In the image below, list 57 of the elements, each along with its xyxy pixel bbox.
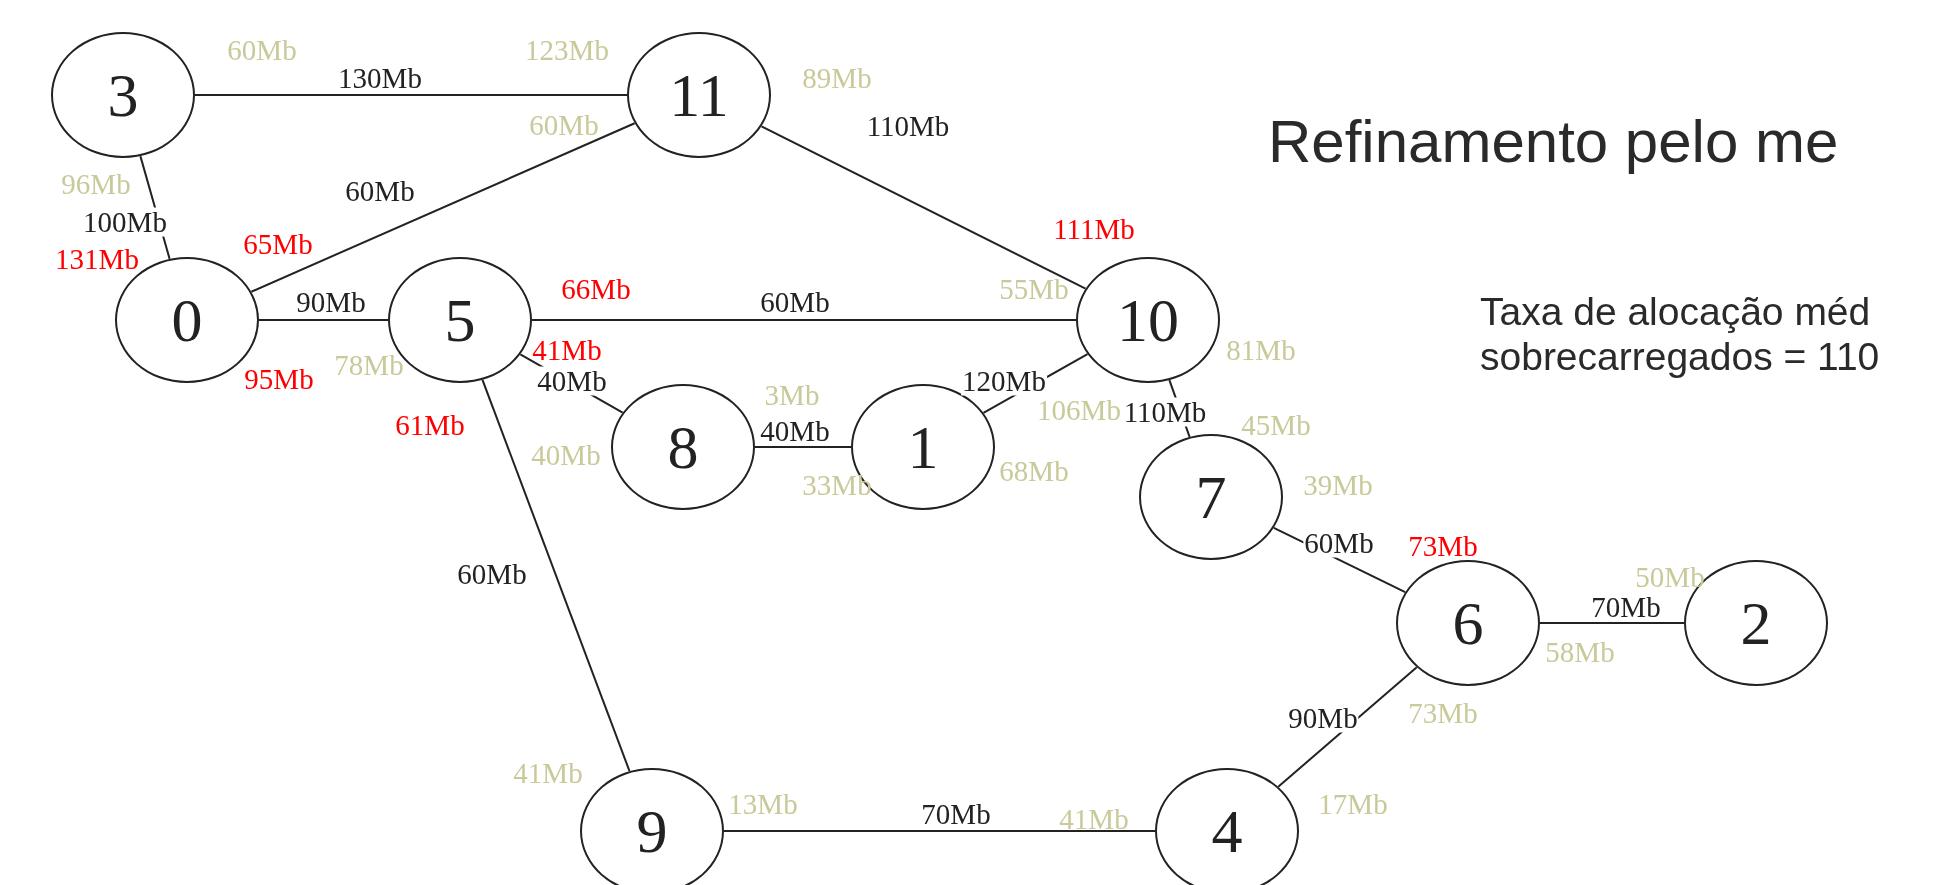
connector-line [760, 125, 1087, 290]
bandwidth-value: 55Mb [999, 274, 1069, 304]
bandwidth-value: 50Mb [1635, 562, 1705, 592]
connector-line [1539, 622, 1685, 624]
bandwidth-value: 33Mb [802, 470, 872, 500]
bandwidth-value: 73Mb [1408, 698, 1478, 728]
node-label: 5 [444, 289, 476, 351]
node-label: 4 [1211, 800, 1243, 862]
bandwidth-value: 123Mb [525, 35, 609, 65]
bandwidth-value: 61Mb [395, 410, 465, 440]
node-label: 8 [667, 416, 699, 478]
node-label: 10 [1117, 289, 1179, 351]
bandwidth-value: 41Mb [532, 335, 602, 365]
bandwidth-value: 66Mb [561, 274, 631, 304]
node-label: 9 [636, 800, 668, 862]
node-label: 2 [1740, 592, 1772, 654]
bandwidth-value: 45Mb [1241, 410, 1311, 440]
bandwidth-value: 111Mb [1053, 214, 1135, 244]
slide-title: Refinamento pelo me [1268, 112, 1839, 172]
node-label: 7 [1195, 466, 1227, 528]
bandwidth-value: 41Mb [513, 758, 583, 788]
connector-line [481, 378, 631, 773]
node-label: 1 [907, 416, 939, 478]
bandwidth-value: 60Mb [529, 110, 599, 140]
edge-label: 100Mb [82, 207, 168, 237]
bandwidth-value: 81Mb [1226, 335, 1296, 365]
bandwidth-value: 41Mb [1059, 804, 1129, 834]
bandwidth-value: 89Mb [802, 63, 872, 93]
note-text: Taxa de alocação méd [1480, 292, 1871, 331]
edge-label: 40Mb [536, 366, 608, 396]
connector-line [1277, 666, 1418, 788]
bandwidth-value: 58Mb [1545, 637, 1615, 667]
bandwidth-value: 40Mb [531, 440, 601, 470]
bandwidth-value: 39Mb [1303, 470, 1373, 500]
bandwidth-value: 17Mb [1318, 789, 1388, 819]
bandwidth-value: 106Mb [1037, 395, 1121, 425]
connector-line [531, 319, 1077, 321]
node-label: 6 [1452, 592, 1484, 654]
connector-line [258, 319, 389, 321]
node-label: 0 [171, 289, 203, 351]
connector-line [754, 446, 852, 448]
connector-line [250, 122, 636, 293]
node-label: 3 [107, 64, 139, 126]
note-text: sobrecarregados = 110 [1480, 337, 1880, 376]
bandwidth-value: 78Mb [334, 350, 404, 380]
connector-line [194, 94, 628, 96]
bandwidth-value: 95Mb [244, 364, 314, 394]
bandwidth-value: 13Mb [728, 789, 798, 819]
bandwidth-value: 65Mb [243, 229, 313, 259]
bandwidth-value: 60Mb [227, 35, 297, 65]
connector-line [723, 830, 1156, 832]
bandwidth-value: 131Mb [55, 244, 139, 274]
bandwidth-value: 68Mb [999, 456, 1069, 486]
node-label: 11 [669, 64, 729, 126]
bandwidth-value: 3Mb [764, 380, 820, 410]
bandwidth-value: 96Mb [61, 169, 131, 199]
bandwidth-value: 73Mb [1408, 531, 1478, 561]
